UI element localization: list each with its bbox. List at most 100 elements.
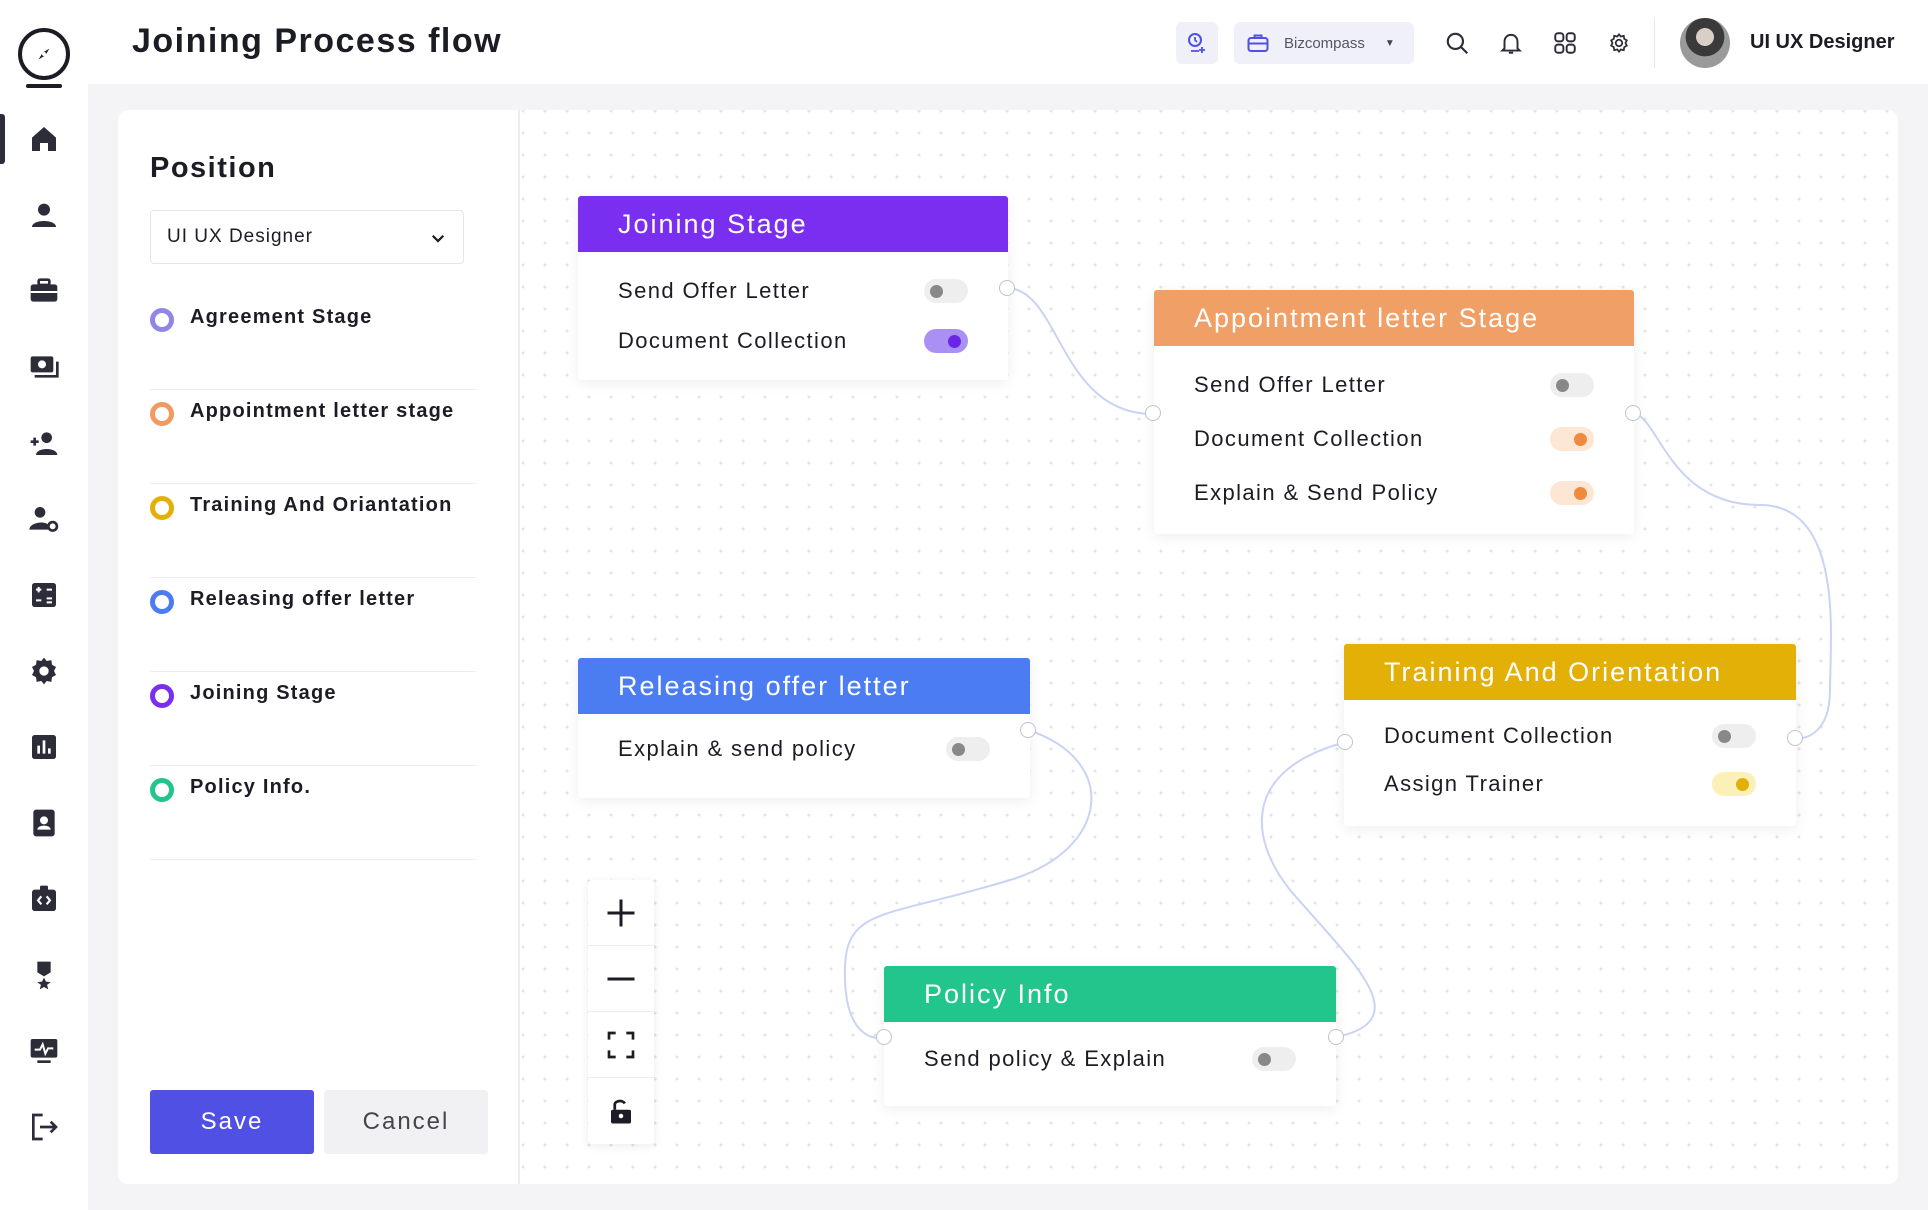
toggle-knob xyxy=(1258,1053,1271,1066)
node-row: Document Collection xyxy=(578,316,1008,366)
toggle-knob xyxy=(930,285,943,298)
stage-list-item[interactable]: Joining Stage xyxy=(150,672,476,766)
fit-view-icon xyxy=(607,1031,635,1058)
node-row: Send Offer Letter xyxy=(578,266,1008,316)
toggle-switch[interactable] xyxy=(924,279,968,303)
settings-button[interactable] xyxy=(1604,28,1634,58)
node-row-label: Send Offer Letter xyxy=(618,278,811,303)
stage-list-item[interactable]: Releasing offer letter xyxy=(150,578,476,672)
toggle-knob xyxy=(948,335,961,348)
nav-development[interactable] xyxy=(0,872,88,926)
nav-monitor[interactable] xyxy=(0,1024,88,1078)
user-settings-icon xyxy=(29,507,59,532)
logout-icon xyxy=(32,1113,58,1141)
toggle-switch[interactable] xyxy=(1550,373,1594,397)
notifications-button[interactable] xyxy=(1496,28,1526,58)
nav-calculator[interactable] xyxy=(0,568,88,622)
briefcase-icon xyxy=(30,278,58,302)
node-title: Training And Orientation xyxy=(1344,644,1796,700)
nav-reports[interactable] xyxy=(0,720,88,774)
port-policy-out[interactable] xyxy=(1328,1029,1344,1045)
node-row: Explain & Send Policy xyxy=(1154,466,1634,520)
node-row: Send policy & Explain xyxy=(884,1034,1336,1084)
port-releasing-out[interactable] xyxy=(1020,722,1036,738)
user-name: UI UX Designer xyxy=(1750,31,1895,53)
nav-awards[interactable] xyxy=(0,948,88,1002)
stage-dot-icon xyxy=(150,402,174,426)
node-title: Appointment letter Stage xyxy=(1154,290,1634,346)
stage-dot-icon xyxy=(150,496,174,520)
stage-list-item[interactable]: Training And Oriantation xyxy=(150,484,476,578)
contacts-icon xyxy=(33,809,55,837)
stage-dot-icon xyxy=(150,308,174,332)
nav-logout[interactable] xyxy=(0,1100,88,1154)
toggle-knob xyxy=(1556,379,1569,392)
toggle-knob xyxy=(1736,778,1749,791)
money-icon xyxy=(30,356,59,378)
company-switcher[interactable]: Bizcompass ▼ xyxy=(1234,22,1414,64)
toggle-switch[interactable] xyxy=(924,329,968,353)
cancel-button[interactable]: Cancel xyxy=(324,1090,488,1154)
nav-add-employee[interactable] xyxy=(0,416,88,470)
toggle-knob xyxy=(1574,487,1587,500)
stage-list-item[interactable]: Agreement Stage xyxy=(150,296,476,390)
nav-contacts[interactable] xyxy=(0,796,88,850)
nav-jobs[interactable] xyxy=(0,264,88,318)
stage-list-item[interactable]: Policy Info. xyxy=(150,766,476,860)
fit-view-button[interactable] xyxy=(588,1012,654,1078)
port-training-in[interactable] xyxy=(1337,734,1353,750)
nav-home[interactable] xyxy=(0,112,88,166)
position-select[interactable]: UI UX Designer xyxy=(150,210,464,264)
toggle-knob xyxy=(952,743,965,756)
node-row-label: Assign Trainer xyxy=(1384,771,1545,796)
node-row-label: Explain & Send Policy xyxy=(1194,480,1439,505)
nav-settings[interactable] xyxy=(0,644,88,698)
stage-label: Joining Stage xyxy=(190,682,337,704)
toggle-switch[interactable] xyxy=(1550,481,1594,505)
stage-dot-icon xyxy=(150,684,174,708)
nav-profile[interactable] xyxy=(0,188,88,242)
toggle-switch[interactable] xyxy=(1712,724,1756,748)
node-row-label: Document Collection xyxy=(618,328,848,353)
toggle-switch[interactable] xyxy=(946,737,990,761)
lock-button[interactable] xyxy=(588,1078,654,1144)
toggle-switch[interactable] xyxy=(1252,1047,1296,1071)
stage-label: Agreement Stage xyxy=(190,306,373,328)
apps-button[interactable] xyxy=(1550,28,1580,58)
node-row: Assign Trainer xyxy=(1344,760,1796,808)
chevron-down-icon xyxy=(431,234,445,243)
stage-dot-icon xyxy=(150,590,174,614)
nav-payroll[interactable] xyxy=(0,340,88,394)
port-policy-in[interactable] xyxy=(876,1029,892,1045)
avatar[interactable] xyxy=(1680,18,1730,68)
zoom-controls xyxy=(588,880,654,1144)
time-tracker-button[interactable] xyxy=(1176,22,1218,64)
zoom-out-button[interactable] xyxy=(588,946,654,1012)
toggle-switch[interactable] xyxy=(1550,427,1594,451)
monitor-icon xyxy=(30,1039,58,1063)
node-row-label: Send policy & Explain xyxy=(924,1046,1167,1071)
stage-list-item[interactable]: Appointment letter stage xyxy=(150,390,476,484)
port-training-out[interactable] xyxy=(1787,730,1803,746)
nav-user-settings[interactable] xyxy=(0,492,88,546)
port-joining-out[interactable] xyxy=(999,280,1015,296)
zoom-out-icon xyxy=(607,977,635,980)
search-button[interactable] xyxy=(1442,28,1472,58)
port-appointment-out[interactable] xyxy=(1625,405,1641,421)
port-appointment-in[interactable] xyxy=(1145,405,1161,421)
time-tracker-icon xyxy=(1188,33,1205,53)
apps-grid-icon xyxy=(1554,32,1576,54)
compass-logo-icon[interactable] xyxy=(18,28,70,80)
stage-dot-icon xyxy=(150,778,174,802)
toggle-switch[interactable] xyxy=(1712,772,1756,796)
zoom-in-button[interactable] xyxy=(588,880,654,946)
save-button[interactable]: Save xyxy=(150,1090,314,1154)
award-icon xyxy=(37,961,51,990)
